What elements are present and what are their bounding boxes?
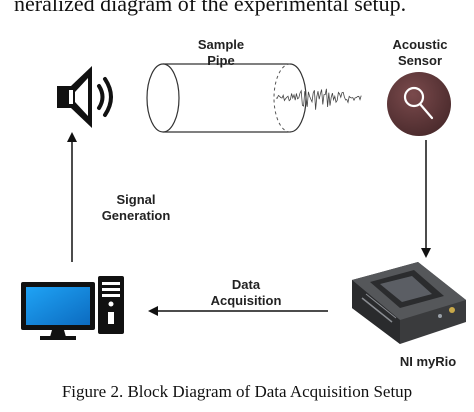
noise-waveform bbox=[275, 88, 362, 110]
acoustic-sensor-label-line2: Sensor bbox=[397, 53, 443, 68]
data-acquisition-label-line2: Acquisition bbox=[210, 293, 282, 308]
sample-pipe-label: Sample Pipe bbox=[186, 37, 256, 69]
signal-generation-label: Signal Generation bbox=[86, 192, 186, 224]
signal-generation-label-line2: Generation bbox=[101, 208, 171, 223]
sample-pipe-label-line2: Pipe bbox=[207, 53, 235, 68]
computer-icon bbox=[21, 276, 124, 340]
sample-pipe-label-line1: Sample bbox=[197, 37, 245, 52]
ni-myrio-device-icon bbox=[352, 262, 466, 344]
figure-caption: Figure 2. Block Diagram of Data Acquisit… bbox=[61, 382, 413, 401]
ni-myrio-label: NI myRio bbox=[399, 354, 457, 369]
acoustic-sensor-label-line1: Acoustic bbox=[392, 37, 448, 52]
data-acquisition-label-line1: Data bbox=[231, 277, 261, 292]
speaker-icon bbox=[57, 66, 113, 128]
signal-generation-label-line1: Signal bbox=[116, 192, 156, 207]
acoustic-sensor-icon bbox=[387, 72, 451, 136]
pipe-icon bbox=[146, 63, 362, 133]
acoustic-sensor-label: Acoustic Sensor bbox=[380, 37, 460, 69]
cut-off-heading: neralized diagram of the experimental se… bbox=[14, 0, 407, 16]
data-acquisition-label: Data Acquisition bbox=[196, 277, 296, 309]
